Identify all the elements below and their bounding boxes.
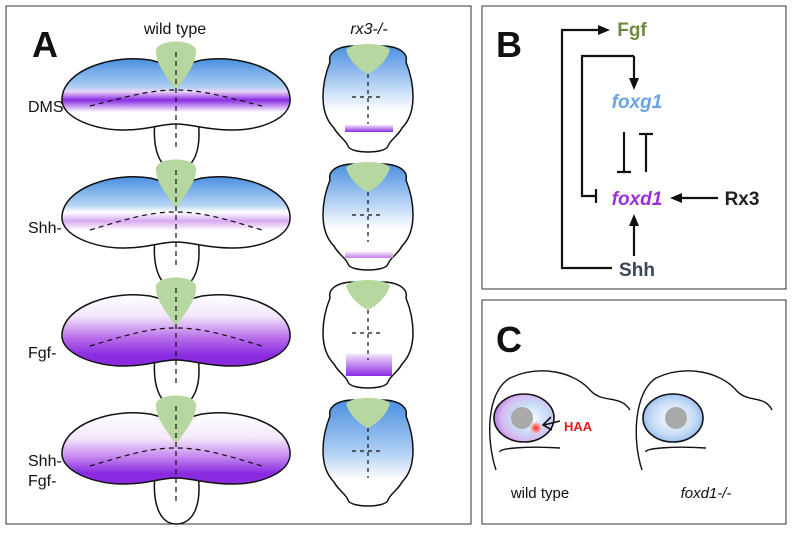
row-label-shh-fgf-line2: Fgf-	[28, 473, 56, 490]
mutant-lens	[665, 407, 687, 429]
panel-c: C HAA wild type foxd1-/-	[481, 299, 787, 525]
haa-label: HAA	[564, 419, 593, 434]
panel-c-label-mutant: foxd1-/-	[681, 485, 732, 502]
arrow-shh-to-fgf	[560, 25, 612, 270]
arrow-rx3-to-foxd1	[670, 193, 718, 203]
wild-type-head-outline	[489, 370, 631, 471]
haa-arrow	[541, 416, 561, 431]
panel-c-frame	[481, 299, 787, 525]
panel-c-letter: C	[496, 319, 522, 360]
rx3-embryo-shh-fgf	[322, 398, 414, 507]
column-header-rx3-mutant: rx3-/-	[350, 21, 387, 38]
node-fgf: Fgf	[617, 20, 647, 41]
panel-b-letter: B	[496, 24, 522, 65]
panel-c-label-wild-type: wild type	[510, 485, 569, 502]
panel-a-letter: A	[32, 24, 58, 65]
panel-b-frame	[481, 5, 787, 290]
wild-type-embryo-shh-fgf	[61, 395, 291, 525]
node-rx3: Rx3	[725, 189, 760, 210]
wild-type-lens	[511, 407, 533, 429]
panel-a: A wild type rx3-/- DMSO Shh- Fgf- Shh- F…	[5, 5, 472, 525]
haa-region-spot	[529, 421, 543, 435]
node-shh: Shh	[619, 260, 655, 281]
wild-type-embryo-dmso	[61, 41, 291, 171]
arrow-shh-to-foxd1	[629, 214, 639, 256]
mutant-head-outline	[635, 370, 773, 471]
node-foxd1: foxd1	[612, 189, 663, 210]
panel-b: B Fgf foxg1 foxd1 Rx3 Shh	[481, 5, 787, 290]
fgf-regulation-lines	[580, 54, 639, 203]
mutual-repression-foxg1-foxd1	[617, 132, 653, 174]
row-label-shh-fgf-line1: Shh-	[28, 453, 62, 470]
wild-type-embryo-shh	[61, 159, 291, 289]
wild-type-embryo-fgf	[61, 277, 291, 407]
node-foxg1: foxg1	[612, 92, 663, 113]
rx3-embryo-fgf	[322, 280, 414, 389]
row-label-shh: Shh-	[28, 220, 62, 237]
row-label-fgf: Fgf-	[28, 345, 56, 362]
panel-a-frame	[5, 5, 472, 525]
rx3-embryo-shh	[322, 162, 414, 271]
rx3-embryo-dmso	[322, 44, 414, 153]
column-header-wild-type: wild type	[143, 21, 206, 38]
